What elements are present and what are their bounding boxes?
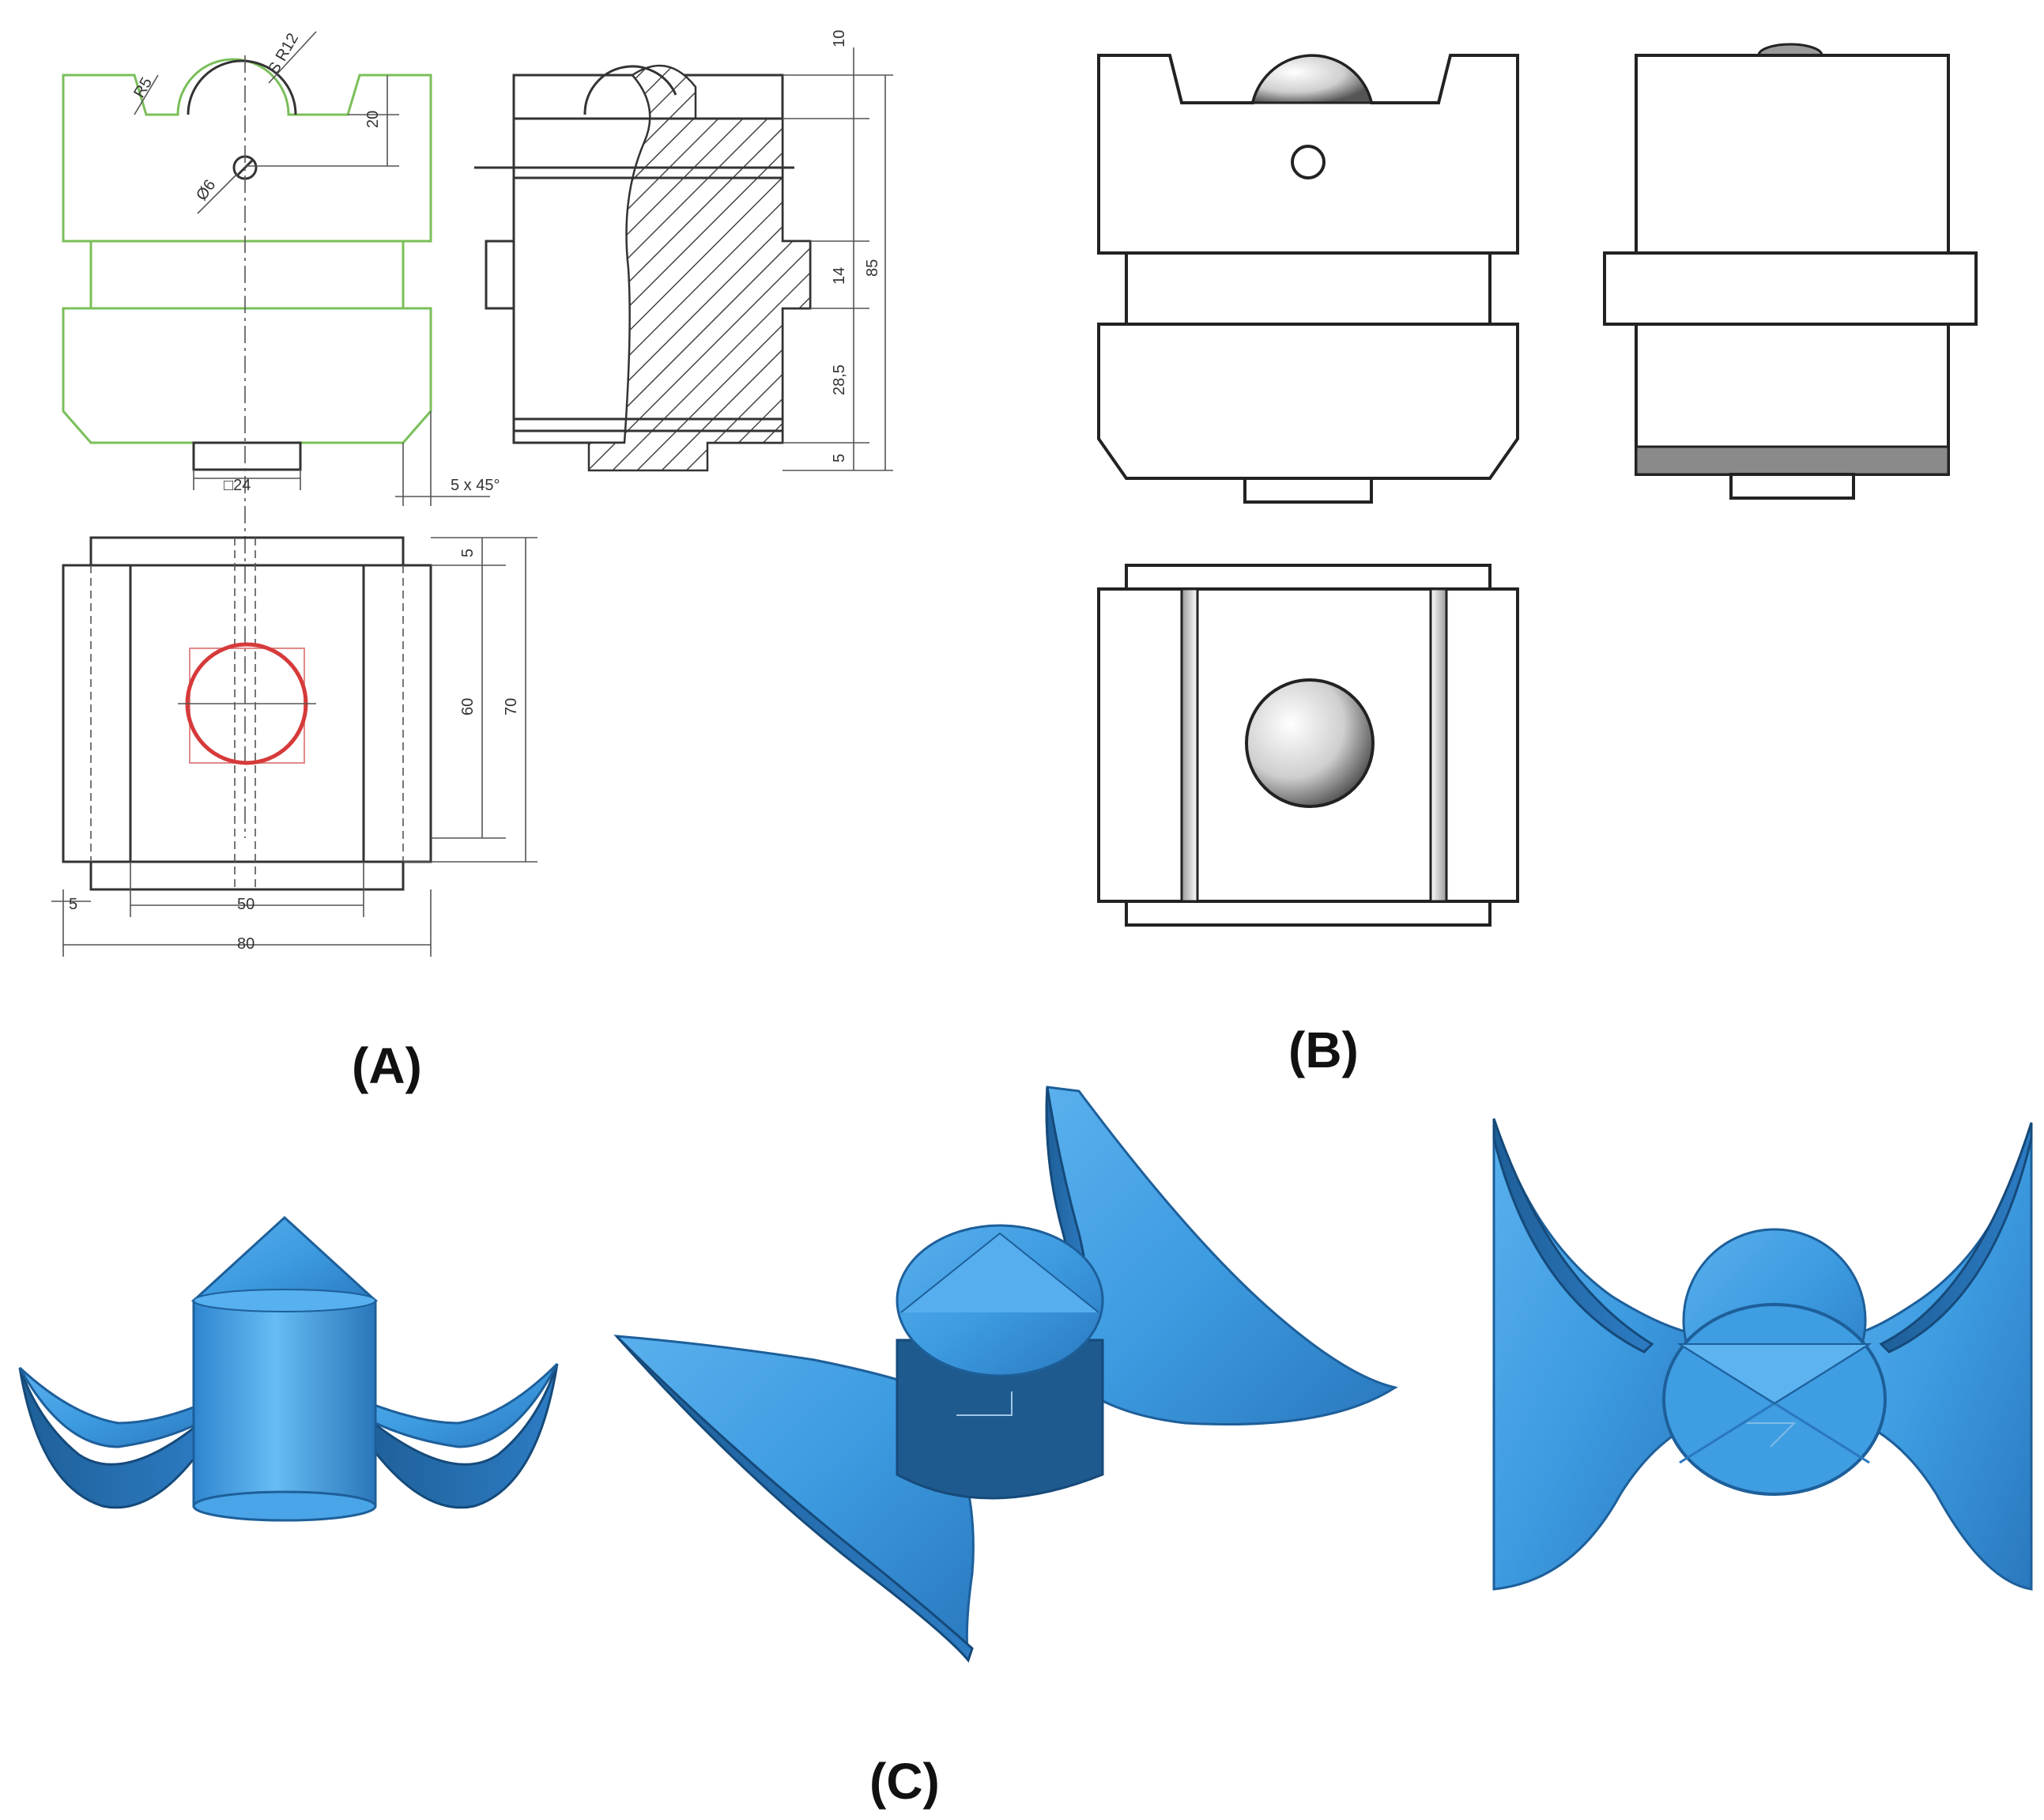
model-3 bbox=[1492, 1118, 2033, 1591]
dim-80: 80 bbox=[237, 935, 255, 953]
dim-5-side: 5 bbox=[831, 454, 848, 463]
dim-50: 50 bbox=[237, 896, 255, 913]
panel-label-c: (C) bbox=[869, 1753, 940, 1810]
dim-10: 10 bbox=[831, 30, 848, 47]
front-view-green bbox=[62, 31, 490, 838]
panel-b-views bbox=[1097, 43, 1978, 927]
panel-a-drawing: R5 S R12 20 Ø6 10 14 85 28,5 5 □24 5 x 4… bbox=[51, 30, 893, 957]
dim-28-5: 28,5 bbox=[831, 364, 848, 395]
b-side-view bbox=[1603, 43, 1978, 500]
dim-5-bottom: 5 bbox=[69, 896, 77, 913]
dim-sq24: □24 bbox=[224, 477, 251, 494]
model-1 bbox=[18, 1215, 559, 1522]
dim-70: 70 bbox=[503, 698, 520, 716]
panel-label-b: (B) bbox=[1288, 1021, 1359, 1078]
dim-chamfer: 5 x 45° bbox=[451, 477, 500, 494]
top-view bbox=[51, 536, 537, 957]
dim-dia6: Ø6 bbox=[193, 176, 219, 203]
b-top-view bbox=[1097, 564, 1519, 927]
dim-85: 85 bbox=[864, 259, 881, 277]
dim-60: 60 bbox=[459, 698, 477, 716]
panel-c-models bbox=[18, 1086, 2033, 1663]
dim-14: 14 bbox=[831, 267, 848, 285]
dim-20: 20 bbox=[364, 111, 382, 128]
section-view bbox=[474, 47, 893, 472]
b-front-view bbox=[1097, 54, 1519, 504]
model-2 bbox=[613, 1086, 1398, 1663]
dim-5-top: 5 bbox=[459, 549, 477, 557]
panel-label-a: (A) bbox=[352, 1037, 422, 1094]
